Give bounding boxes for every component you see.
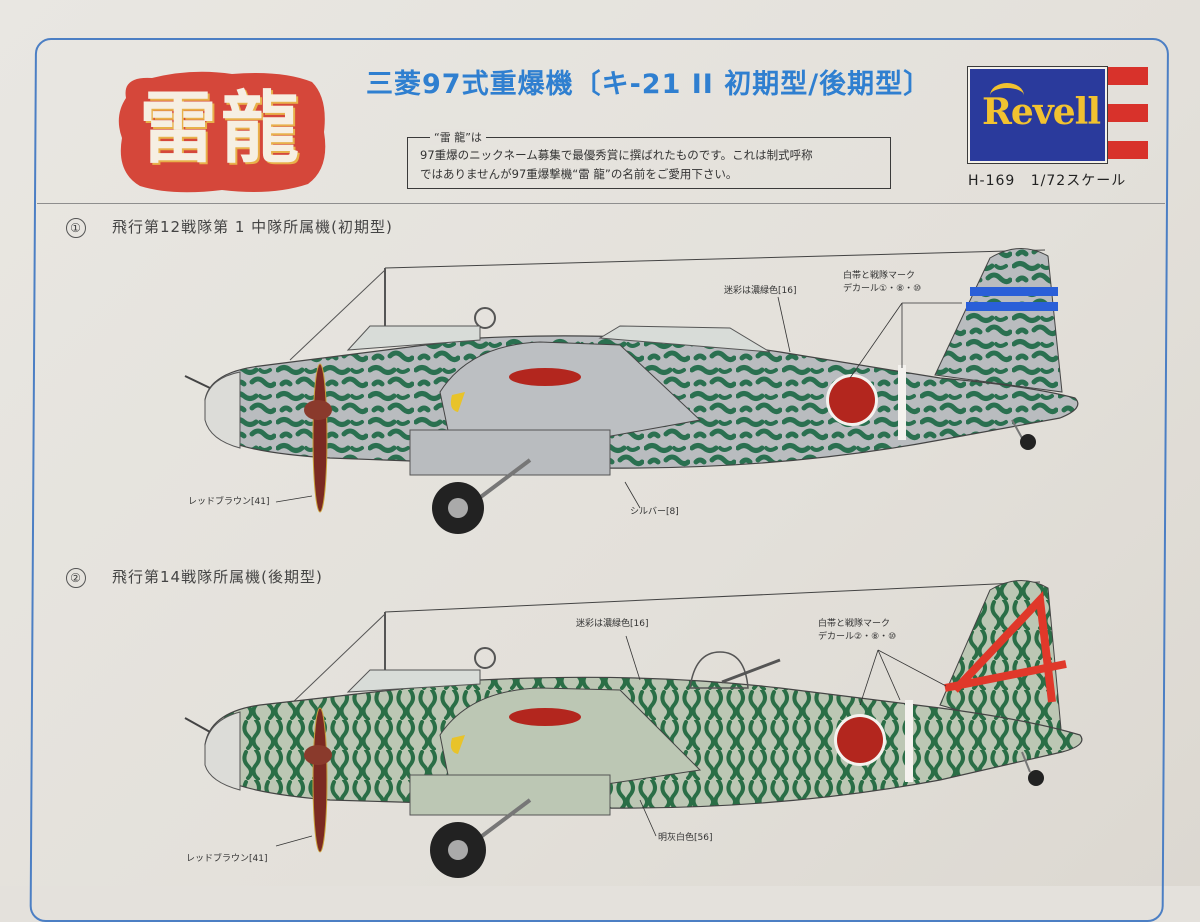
- profile-1-camo-callout: 迷彩は濃緑色[16]: [724, 286, 797, 296]
- raikou-seal-logo: 雷龍: [112, 68, 330, 196]
- profile-1-title: 飛行第12戦隊第 1 中隊所属機(初期型): [112, 218, 393, 236]
- note-line-1: 97重爆のニックネーム募集で最優秀賞に撰ばれたものです。これは制式呼称: [420, 148, 813, 162]
- profile-1-markings-line-1: 白帯と戦隊マーク: [843, 271, 916, 281]
- logo-stripe-1: [1108, 67, 1148, 85]
- profile-2-camo-callout: 迷彩は濃緑色[16]: [576, 619, 649, 629]
- red-seal-shape: [118, 71, 326, 193]
- profile-2-title: 飛行第14戦隊所属機(後期型): [112, 568, 323, 586]
- revell-logo-text: Revell: [982, 91, 1101, 133]
- logo-stripe-3: [1108, 141, 1148, 159]
- nickname-note-box: “雷 龍”は 97重爆のニックネーム募集で最優秀賞に撰ばれたものです。これは制式…: [407, 129, 891, 189]
- note-line-2: ではありませんが97重爆撃機“雷 龍”の名前をご愛用下さい。: [420, 167, 738, 181]
- page-title: 三菱97式重爆機〔キ-21 II 初期型/後期型〕: [366, 69, 932, 100]
- revell-logo: Revell: [967, 66, 1108, 164]
- aircraft-profile-1-early: [184, 247, 1079, 534]
- kit-info: H-169 1/72スケール: [968, 170, 1126, 190]
- profile-1-markings-line-2: デカール①・⑧・⑩: [843, 284, 922, 294]
- kit-scale: 1/72スケール: [1030, 173, 1127, 189]
- note-label: “雷 龍”は: [430, 129, 486, 145]
- logo-stripe-2: [1108, 104, 1148, 122]
- profile-2-number: ②: [66, 568, 86, 588]
- header-divider: [37, 203, 1165, 204]
- profile-1-base-color-callout: シルバー[8]: [630, 507, 679, 517]
- profile-1-number: ①: [66, 218, 86, 238]
- profile-2-markings-line-2: デカール②・⑧・⑩: [818, 632, 897, 642]
- profile-2-base-color-callout: 明灰白色[56]: [658, 833, 713, 843]
- profile-2-propeller-callout: レッドブラウン[41]: [186, 854, 268, 864]
- profile-2-heading: ② 飛行第14戦隊所属機(後期型): [66, 566, 323, 588]
- revell-logo-swoosh-icon: [990, 83, 1024, 108]
- profile-2-markings-callout: 白帯と戦隊マーク デカール②・⑧・⑩: [818, 618, 896, 644]
- profile-1-markings-callout: 白帯と戦隊マーク デカール①・⑧・⑩: [843, 270, 921, 296]
- note-body: 97重爆のニックネーム募集で最優秀賞に撰ばれたものです。これは制式呼称 ではあり…: [420, 146, 813, 184]
- profile-1-propeller-callout: レッドブラウン[41]: [188, 497, 270, 507]
- profile-1-heading: ① 飛行第12戦隊第 1 中隊所属機(初期型): [66, 216, 393, 238]
- profile-2-markings-line-1: 白帯と戦隊マーク: [818, 619, 891, 629]
- seal-text: 雷龍: [138, 83, 303, 174]
- kit-code: H-169: [968, 173, 1016, 189]
- aircraft-profile-2-late: [184, 579, 1083, 878]
